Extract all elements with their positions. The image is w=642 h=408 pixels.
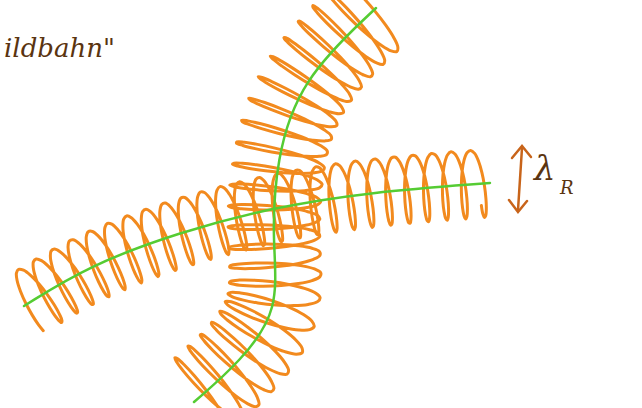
track-group (24, 8, 490, 402)
helix-orbit (16, 150, 486, 330)
particle-track (194, 8, 376, 402)
wavelength-arrow (509, 146, 531, 212)
wavelength-subscript: R (560, 178, 574, 198)
helix-orbit (175, 0, 398, 408)
particle-track (24, 183, 490, 306)
wavelength-symbol: λ (534, 150, 556, 187)
track-title: ildbahn" (4, 34, 115, 63)
